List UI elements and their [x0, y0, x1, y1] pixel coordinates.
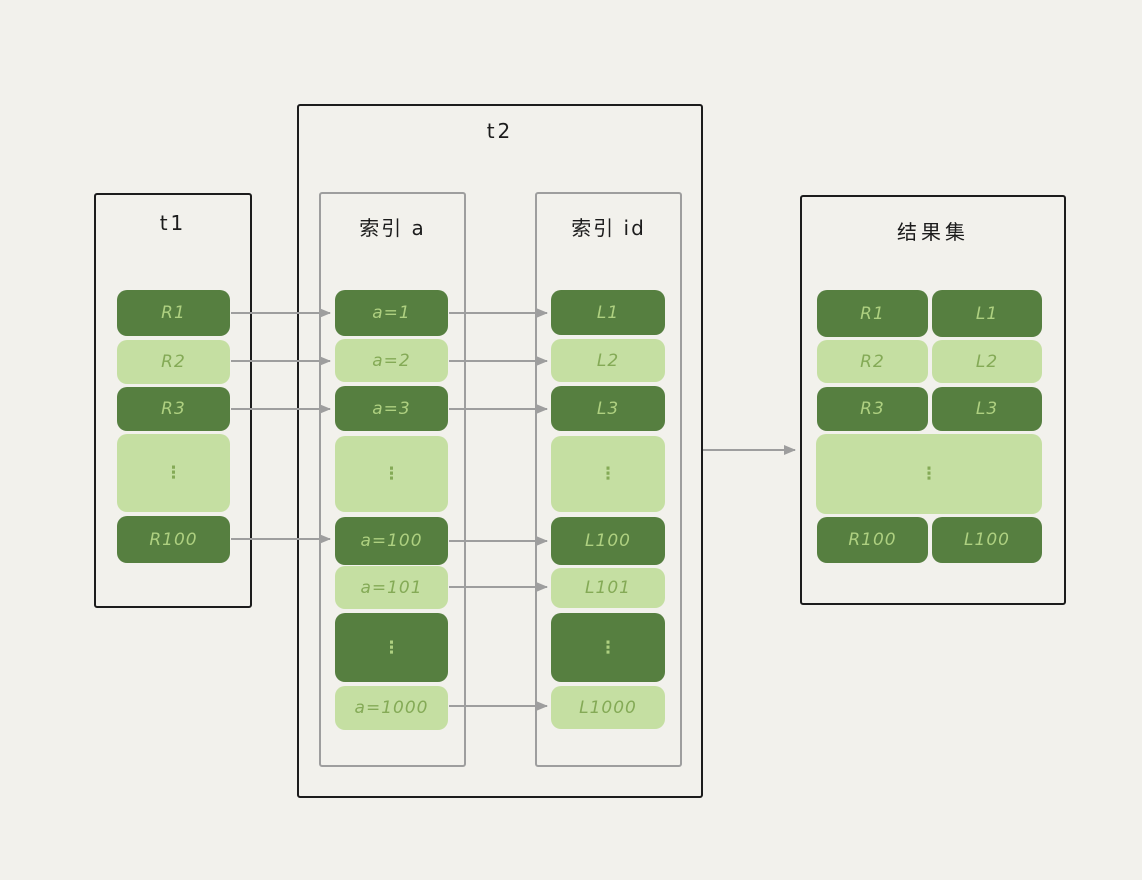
index-a-cell-a3: a=3 [335, 386, 448, 431]
table-t1-title: t1 [159, 211, 187, 235]
index-id-cell-l101: L101 [551, 568, 665, 608]
result-cell-r1: R1 [817, 290, 928, 337]
index-id-cell-l1: L1 [551, 290, 665, 335]
t1-cell-r2: R2 [117, 340, 230, 384]
result-cell-l1: L1 [932, 290, 1042, 337]
t1-cell-r3: R3 [117, 387, 230, 431]
t1-cell-ellipsis: ⋮ [117, 434, 230, 512]
index-id-cell-ellipsis-1: ⋮ [551, 436, 665, 512]
t1-cell-r100: R100 [117, 516, 230, 563]
index-id-cell-l1000: L1000 [551, 686, 665, 729]
index-a-cell-a2: a=2 [335, 339, 448, 382]
t1-cell-r1: R1 [117, 290, 230, 336]
result-cell-l100: L100 [932, 517, 1042, 563]
index-id-box: 索引 id [535, 192, 682, 767]
result-cell-r2: R2 [817, 340, 928, 383]
index-id-title: 索引 id [571, 216, 646, 240]
table-t2-box: t2 [297, 104, 703, 798]
index-a-cell-a1: a=1 [335, 290, 448, 336]
result-cell-ellipsis: ⋮ [816, 434, 1042, 514]
index-a-box: 索引 a [319, 192, 466, 767]
index-a-cell-a100: a=100 [335, 517, 448, 565]
index-a-cell-a1000: a=1000 [335, 686, 448, 730]
index-a-cell-ellipsis-1: ⋮ [335, 436, 448, 512]
index-a-title: 索引 a [359, 216, 426, 240]
table-t2-title: t2 [486, 119, 514, 143]
table-t1-box: t1 [94, 193, 252, 608]
index-a-cell-ellipsis-2: ⋮ [335, 613, 448, 682]
index-id-cell-l100: L100 [551, 517, 665, 565]
result-cell-l2: L2 [932, 340, 1042, 383]
result-cell-l3: L3 [932, 387, 1042, 431]
index-id-cell-l3: L3 [551, 386, 665, 431]
result-set-title: 结果集 [897, 220, 969, 244]
result-cell-r100: R100 [817, 517, 928, 563]
index-id-cell-ellipsis-2: ⋮ [551, 613, 665, 682]
result-cell-r3: R3 [817, 387, 928, 431]
result-set-box: 结果集 [800, 195, 1066, 605]
index-a-cell-a101: a=101 [335, 566, 448, 609]
index-id-cell-l2: L2 [551, 339, 665, 382]
